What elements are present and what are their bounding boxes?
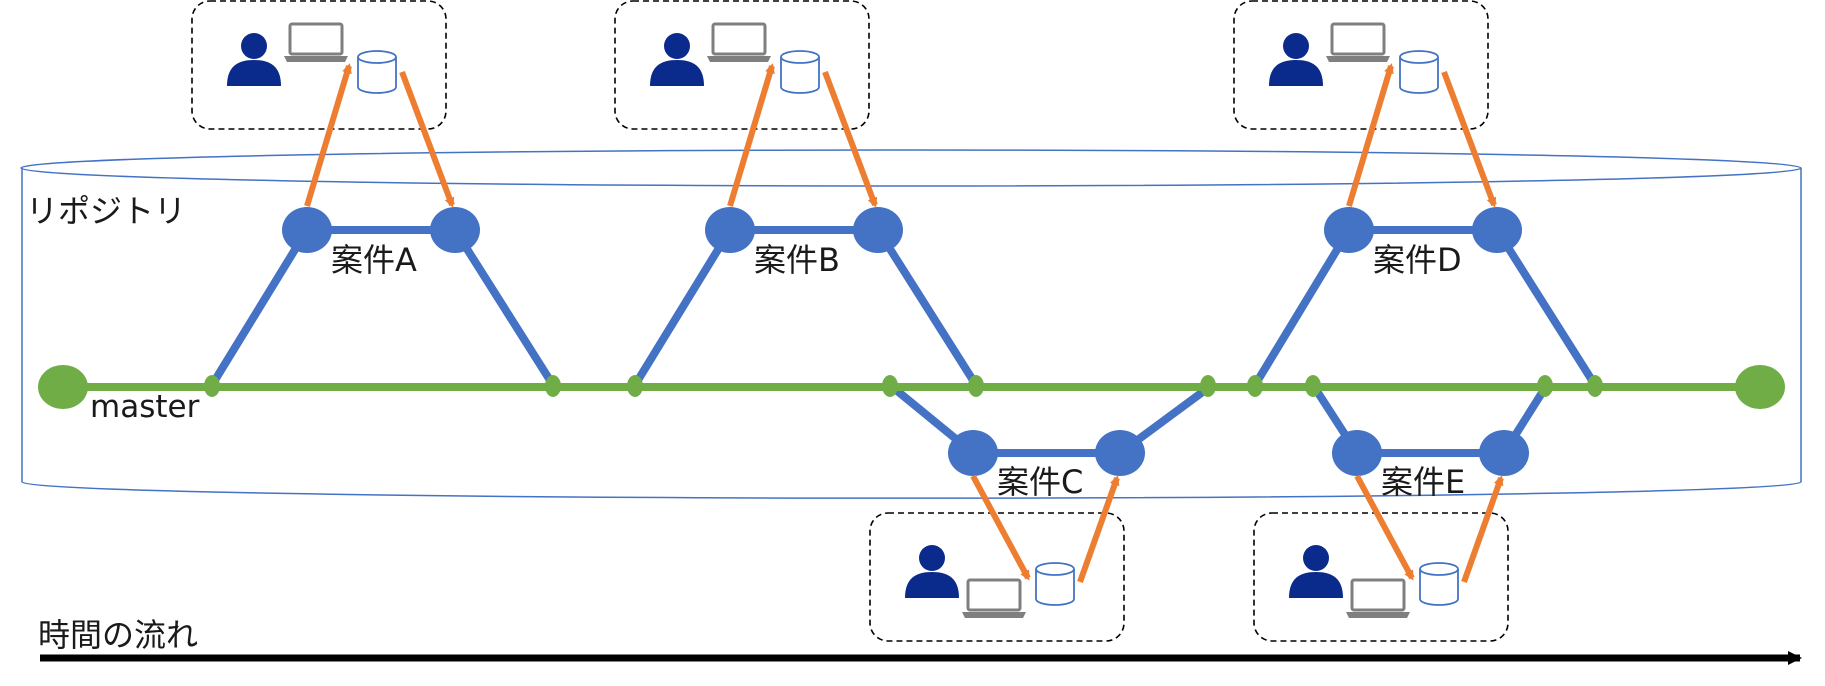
laptop-icon: [960, 578, 1028, 620]
feature-label-b: 案件B: [754, 241, 840, 279]
user-icon: [1289, 545, 1343, 598]
branch-e: [1309, 381, 1549, 457]
user-icon: [1269, 33, 1323, 86]
feature-label-a: 案件A: [331, 241, 417, 279]
master-commits: [204, 375, 1603, 397]
branch-b: [631, 226, 980, 389]
database-icon: [780, 50, 820, 94]
master-end-node: [1735, 365, 1785, 409]
laptop-icon: [282, 22, 350, 64]
developer-workspaces: [191, 0, 1509, 642]
timeline-label: 時間の流れ: [38, 616, 198, 654]
sync-arrows: [304, 63, 1504, 584]
feature-commits: [282, 207, 1529, 476]
feature-label-c: 案件C: [997, 463, 1083, 501]
feature-label-e: 案件E: [1381, 463, 1465, 501]
laptop-icon: [705, 22, 773, 64]
master-branch: [38, 365, 1785, 409]
branch-a: [208, 226, 557, 389]
user-icon: [227, 33, 281, 86]
repository-cylinder: [20, 149, 1802, 499]
database-icon: [1399, 50, 1439, 94]
database-icon: [357, 50, 397, 94]
user-icon: [650, 33, 704, 86]
database-icon: [1035, 562, 1075, 606]
branch-d: [1251, 226, 1599, 389]
laptop-icon: [1344, 578, 1412, 620]
database-icon: [1419, 562, 1459, 606]
master-label: master: [90, 389, 200, 425]
master-start-node: [38, 365, 88, 409]
feature-branches: [208, 226, 1599, 457]
laptop-icon: [1324, 22, 1392, 64]
feature-label-d: 案件D: [1373, 241, 1462, 279]
user-icon: [905, 545, 959, 598]
branch-c: [886, 381, 1212, 457]
repository-label: リポジトリ: [26, 192, 186, 230]
